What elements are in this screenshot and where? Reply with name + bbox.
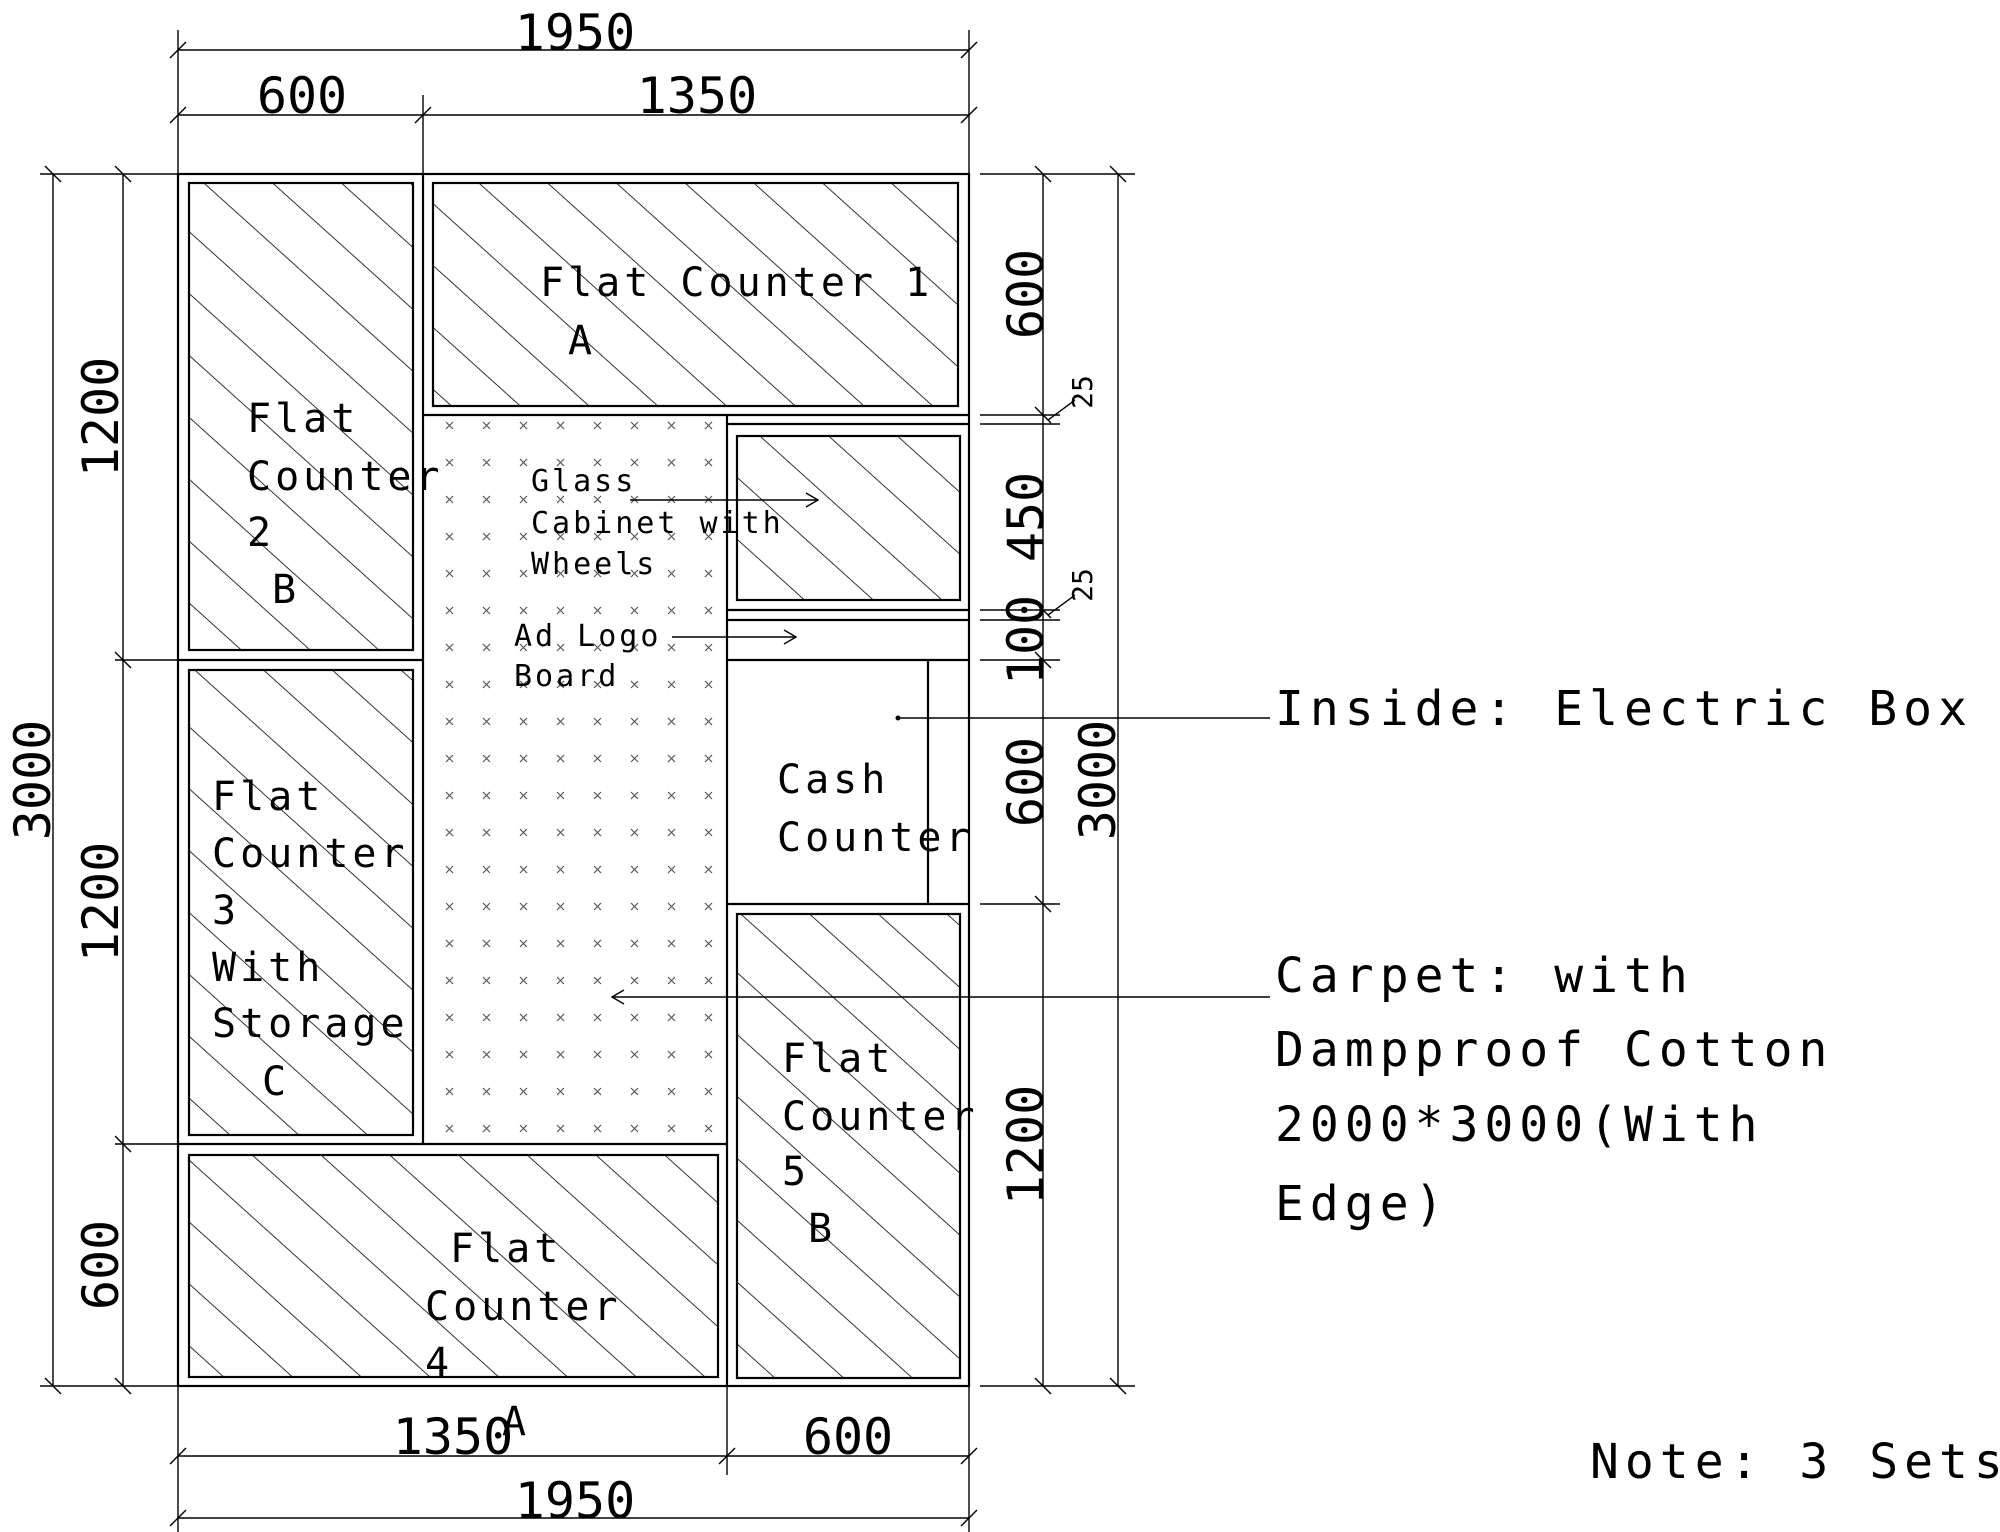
counter-1-title: Flat Counter 1	[540, 260, 933, 306]
carpet-note-line-1: Carpet: with	[1275, 948, 1694, 1004]
counter-4-line-1: Flat	[450, 1226, 562, 1272]
dim-right-5: 1200	[997, 1085, 1055, 1205]
dim-left-total: 3000	[4, 720, 62, 840]
flat-counter-1	[431, 181, 960, 408]
counter-4-grade: A	[502, 1399, 530, 1445]
counter-3-grade: C	[262, 1059, 290, 1105]
dim-top-right: 1350	[637, 67, 757, 125]
ad-logo-line-2: Board	[514, 659, 619, 694]
dim-right-total: 3000	[1069, 720, 1127, 840]
counter-2-grade: B	[272, 567, 300, 613]
counter-5-line-2: Counter	[782, 1094, 979, 1140]
dim-bottom-right: 600	[803, 1408, 893, 1466]
dim-lines-bottom	[169, 1386, 978, 1532]
counter-5-grade: B	[808, 1206, 836, 1252]
dim-bottom-total: 1950	[515, 1472, 635, 1530]
counter-3-line-1: Flat	[212, 774, 324, 820]
electric-box-note: Inside: Electric Box	[1275, 681, 1973, 737]
cash-counter-line-2: Counter	[777, 815, 974, 861]
dim-top-total: 1950	[515, 4, 635, 62]
counter-4-line-3: 4	[425, 1340, 453, 1386]
dim-right-3: 100	[997, 595, 1055, 685]
flat-counter-2	[187, 181, 415, 652]
counter-1-grade: A	[568, 318, 596, 364]
counter-5-line-1: Flat	[782, 1036, 894, 1082]
dim-left-middle: 1200	[72, 842, 130, 962]
counter-3-line-3: 3	[212, 888, 240, 934]
leader-lines	[610, 492, 1270, 1005]
dim-right-1: 600	[997, 249, 1055, 339]
counter-3-line-4: With	[212, 945, 324, 991]
carpet-area	[427, 419, 724, 1141]
counter-4-line-2: Counter	[425, 1284, 622, 1330]
dim-right-4: 600	[997, 737, 1055, 827]
counter-2-line-2: Counter	[247, 454, 444, 500]
flat-counter-5	[735, 912, 962, 1380]
glass-cabinet	[735, 434, 962, 602]
ad-logo-line-1: Ad Logo	[514, 619, 661, 654]
counter-5-line-3: 5	[782, 1149, 810, 1195]
dim-right-gap-2: 25	[1066, 568, 1099, 602]
annotation-labels: Glass Cabinet with Wheels Ad Logo Board …	[514, 464, 2000, 1490]
counter-2-line-1: Flat	[247, 396, 359, 442]
counter-2-line-3: 2	[247, 510, 275, 556]
dim-left-lower: 600	[72, 1220, 130, 1310]
carpet-note-line-2: Dampproof Cotton	[1275, 1022, 1833, 1078]
dimension-labels: 1950 600 1350 1350 600 1950 3000 1200 12…	[4, 4, 1127, 1530]
counter-labels: Flat Counter 1 A Flat Counter 2 B Flat C…	[212, 260, 979, 1445]
dim-bottom-left: 1350	[393, 1408, 513, 1466]
dim-lines-top	[169, 30, 978, 174]
flat-counter-3	[187, 668, 415, 1137]
dim-lines-left	[40, 165, 178, 1395]
dim-right-2: 450	[997, 472, 1055, 562]
booth-outline	[176, 172, 971, 1388]
flat-counter-4	[187, 1153, 720, 1379]
glass-cabinet-line-3: Wheels	[531, 547, 657, 582]
dim-top-left: 600	[257, 67, 347, 125]
dim-lines-right	[980, 165, 1135, 1395]
sets-note: Note: 3 Sets	[1590, 1434, 2000, 1490]
counter-3-line-5: Storage	[212, 1001, 409, 1047]
glass-cabinet-line-1: Glass	[531, 464, 636, 499]
glass-cabinet-line-2: Cabinet with	[531, 506, 784, 541]
carpet-note-line-4: Edge)	[1275, 1176, 1450, 1232]
counter-3-line-2: Counter	[212, 831, 409, 877]
dim-left-upper: 1200	[72, 357, 130, 477]
cash-counter-line-1: Cash	[777, 757, 889, 803]
dim-right-gap-1: 25	[1066, 375, 1099, 409]
carpet-note-line-3: 2000*3000(With	[1275, 1097, 1764, 1153]
